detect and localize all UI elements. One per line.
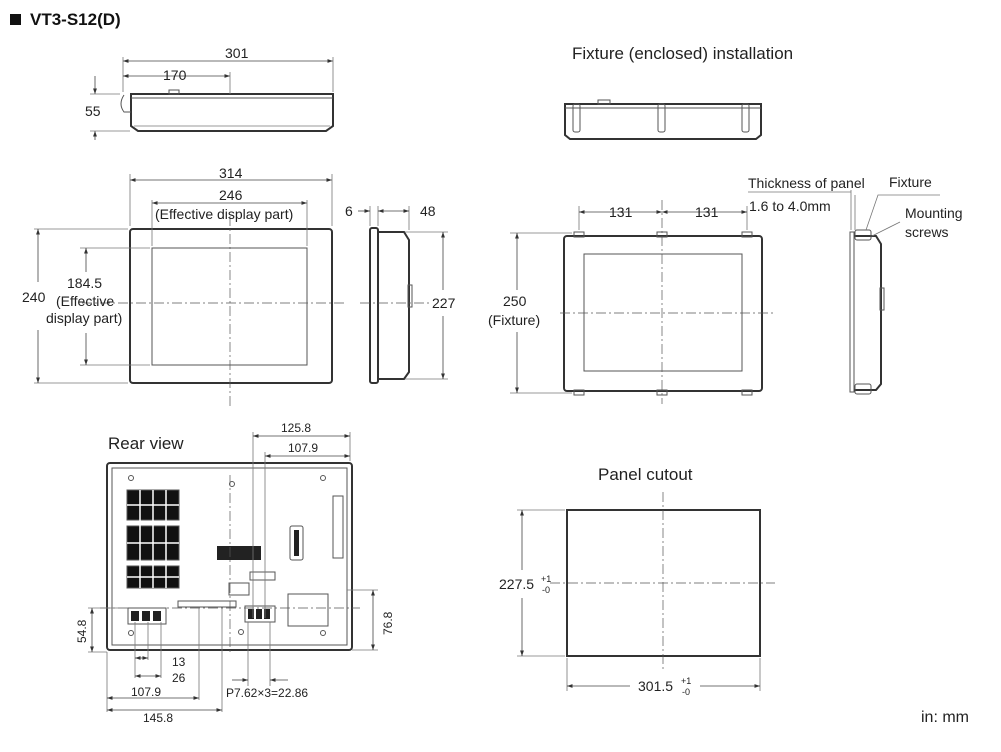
- fixture-install-title: Fixture (enclosed) installation: [572, 44, 793, 63]
- rear-d107-bottom-label: 107.9: [131, 685, 161, 699]
- top-width-label: 301: [225, 45, 249, 61]
- side-depth-label: 48: [420, 203, 436, 219]
- unit-note: in: mm: [921, 709, 969, 726]
- front-outer-width-label: 314: [219, 165, 243, 181]
- rear-pitch-label: P7.62×3=22.86: [226, 686, 308, 700]
- cutout-height-label: 227.5: [499, 576, 534, 592]
- fixture-half-right-label: 131: [695, 204, 719, 220]
- fixture-height-note: (Fixture): [488, 312, 540, 328]
- top-offset-label: 170: [163, 67, 187, 83]
- rear-d76-label: 76.8: [381, 611, 395, 635]
- rear-d125-label: 125.8: [281, 421, 311, 435]
- rear-d26-label: 26: [172, 671, 186, 685]
- fixture-height-label: 250: [503, 293, 527, 309]
- mounting-screws-label-1: Mounting: [905, 205, 963, 221]
- cutout-height-tol-plus: +1: [541, 574, 551, 584]
- rear-d145-label: 145.8: [143, 711, 173, 725]
- rear-d107-top-label: 107.9: [288, 441, 318, 455]
- panel-thickness-range: 1.6 to 4.0mm: [749, 198, 831, 214]
- front-display-height-label: 184.5: [67, 275, 102, 291]
- cutout-width-label: 301.5: [638, 678, 673, 694]
- mounting-screws-label-2: screws: [905, 224, 949, 240]
- fixture-label: Fixture: [889, 174, 932, 190]
- side-bezel-label: 6: [345, 203, 353, 219]
- panel-cutout-title: Panel cutout: [598, 465, 693, 484]
- rear-view-title: Rear view: [108, 434, 184, 453]
- fixture-top-view: [564, 99, 762, 140]
- front-view: 314 246 (Effective display part) 240 184…: [22, 165, 345, 408]
- front-outer-height-label: 240: [22, 289, 46, 305]
- side-height-label: 227: [432, 295, 456, 311]
- front-display-width-note: (Effective display part): [155, 206, 293, 222]
- front-display-height-note-1: (Effective: [56, 293, 114, 309]
- side-view: 6 48 227: [345, 203, 456, 384]
- cutout-height-tol-minus: -0: [542, 585, 550, 595]
- top-view: 301 170 55: [85, 45, 334, 140]
- rear-view: 125.8 107.9 54.8 76.8 13 26 107.9 145.8 …: [75, 421, 395, 725]
- fixture-half-left-label: 131: [609, 204, 633, 220]
- drawing-title: VT3-S12(D): [30, 10, 121, 29]
- rear-d13-label: 13: [172, 655, 186, 669]
- panel-thickness-label: Thickness of panel: [748, 175, 865, 191]
- top-depth-label: 55: [85, 103, 101, 119]
- front-display-width-label: 246: [219, 187, 243, 203]
- fixture-side-view: Thickness of panel 1.6 to 4.0mm Fixture …: [748, 174, 963, 395]
- cutout-width-tol-plus: +1: [681, 676, 691, 686]
- square-bullet-icon: [10, 14, 21, 25]
- rear-d54-label: 54.8: [75, 619, 89, 643]
- front-display-height-note-2: display part): [46, 310, 122, 326]
- panel-cutout: 227.5 +1 -0 301.5 +1 -0: [499, 492, 775, 697]
- cutout-width-tol-minus: -0: [682, 687, 690, 697]
- fixture-front-view: 131 131 250 (Fixture): [488, 200, 775, 404]
